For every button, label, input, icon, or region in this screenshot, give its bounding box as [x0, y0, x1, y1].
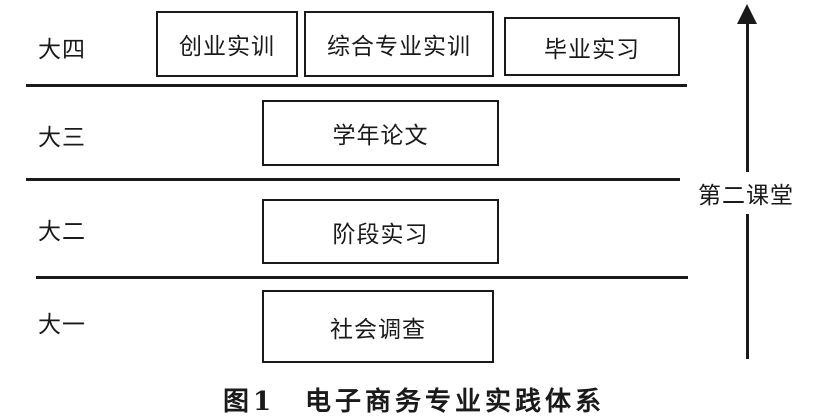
upward-arrow-head: [737, 4, 757, 24]
divider-3-2: [26, 178, 680, 181]
year-label-2: 大二: [38, 219, 86, 245]
year-label-1: 大一: [38, 312, 86, 338]
box-phase-internship: 阶段实习: [262, 199, 499, 264]
second-classroom-label: 第二课堂: [696, 172, 796, 214]
figure-caption: 图1 电子商务专业实践体系: [222, 387, 606, 417]
box-entrepreneurship-training: 创业实训: [156, 11, 298, 77]
divider-2-1: [36, 276, 688, 279]
year-label-4: 大四: [38, 37, 86, 63]
box-graduation-internship: 毕业实习: [504, 17, 680, 76]
divider-4-3: [26, 84, 687, 87]
box-social-survey: 社会调查: [262, 290, 494, 363]
box-comprehensive-professional-training: 综合专业实训: [304, 11, 494, 77]
box-annual-thesis: 学年论文: [262, 100, 499, 166]
year-label-3: 大三: [38, 125, 86, 151]
